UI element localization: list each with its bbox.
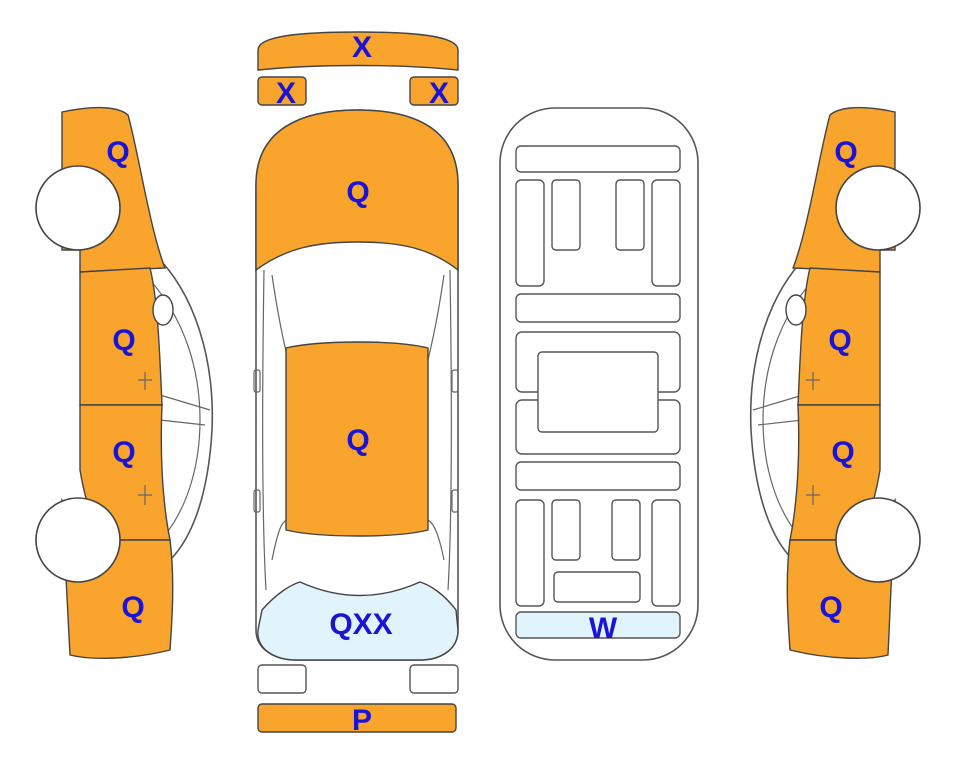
front-light-left-label: X [276,77,296,110]
right-front-door-handle [806,372,820,390]
top-view-right-side-line [447,269,452,591]
left-side-pillar-lines [159,394,211,426]
rear-window[interactable] [257,581,459,661]
right-side-view: Q Q Q Q [749,106,921,659]
left-side-window-line [149,279,201,536]
right-rear-door-handle [806,485,820,505]
hood-label: Q [346,176,369,209]
interior-view: W [499,107,699,661]
rear-bumper[interactable] [257,703,457,733]
center-console [537,351,659,433]
front-right-seat [615,179,645,251]
front-light-right-label: X [429,77,449,110]
rear-bench [553,571,641,603]
right-rear-door-label: Q [831,436,854,469]
rear-bumper-label: P [352,704,372,737]
left-front-door-handle [138,372,152,390]
interior-outline [499,107,699,661]
hood[interactable] [255,109,459,272]
rear-bar [515,461,681,491]
rear-left-seat [551,499,581,561]
roof[interactable] [285,341,429,537]
left-mirror-top [253,369,261,393]
rear-right-seat [611,499,641,561]
rear-right-door-panel [651,499,681,607]
interior-trunk-strip[interactable] [515,611,681,639]
right-front-door-label: Q [828,324,851,357]
front-right-door-panel [651,179,681,287]
front-left-seat [551,179,581,251]
rear-light-left[interactable] [257,664,307,694]
right-front-wheel [835,165,921,251]
left-front-fender-label: Q [106,136,129,169]
right-handle-top [451,489,459,513]
left-side-view: Q Q Q Q [35,106,214,659]
front-left-door-panel [515,179,545,287]
right-front-fender-label: Q [834,136,857,169]
left-rear-door-label: Q [112,436,135,469]
left-rear-wheel [35,497,121,583]
rear-left-door-panel [515,499,545,607]
front-bumper[interactable] [257,31,459,71]
left-front-wheel [35,165,121,251]
left-rear-quarter-label: Q [121,591,144,624]
rear-light-right[interactable] [409,664,459,694]
top-view-left-side-line [262,269,267,591]
middle-bar [515,293,681,323]
interior-trunk-strip-label: W [589,612,618,645]
left-side-roofline [149,249,214,561]
right-side-roofline [749,249,814,561]
left-mirror [152,294,174,326]
front-light-right[interactable] [409,76,459,106]
front-bumper-label: X [352,31,372,64]
top-view: X X X Q Q QXX P [253,31,459,737]
right-side-pillar-lines [752,394,804,426]
right-mirror-top [451,369,459,393]
left-front-door-label: Q [112,324,135,357]
left-handle-top [253,489,261,513]
right-mirror [785,294,807,326]
right-rear-quarter-label: Q [819,591,842,624]
roof-label: Q [346,424,369,457]
left-rear-door-handle [138,485,152,505]
front-light-left[interactable] [257,76,307,106]
right-rear-wheel [835,497,921,583]
dashboard [515,145,681,173]
rear-window-label: QXX [329,608,392,641]
